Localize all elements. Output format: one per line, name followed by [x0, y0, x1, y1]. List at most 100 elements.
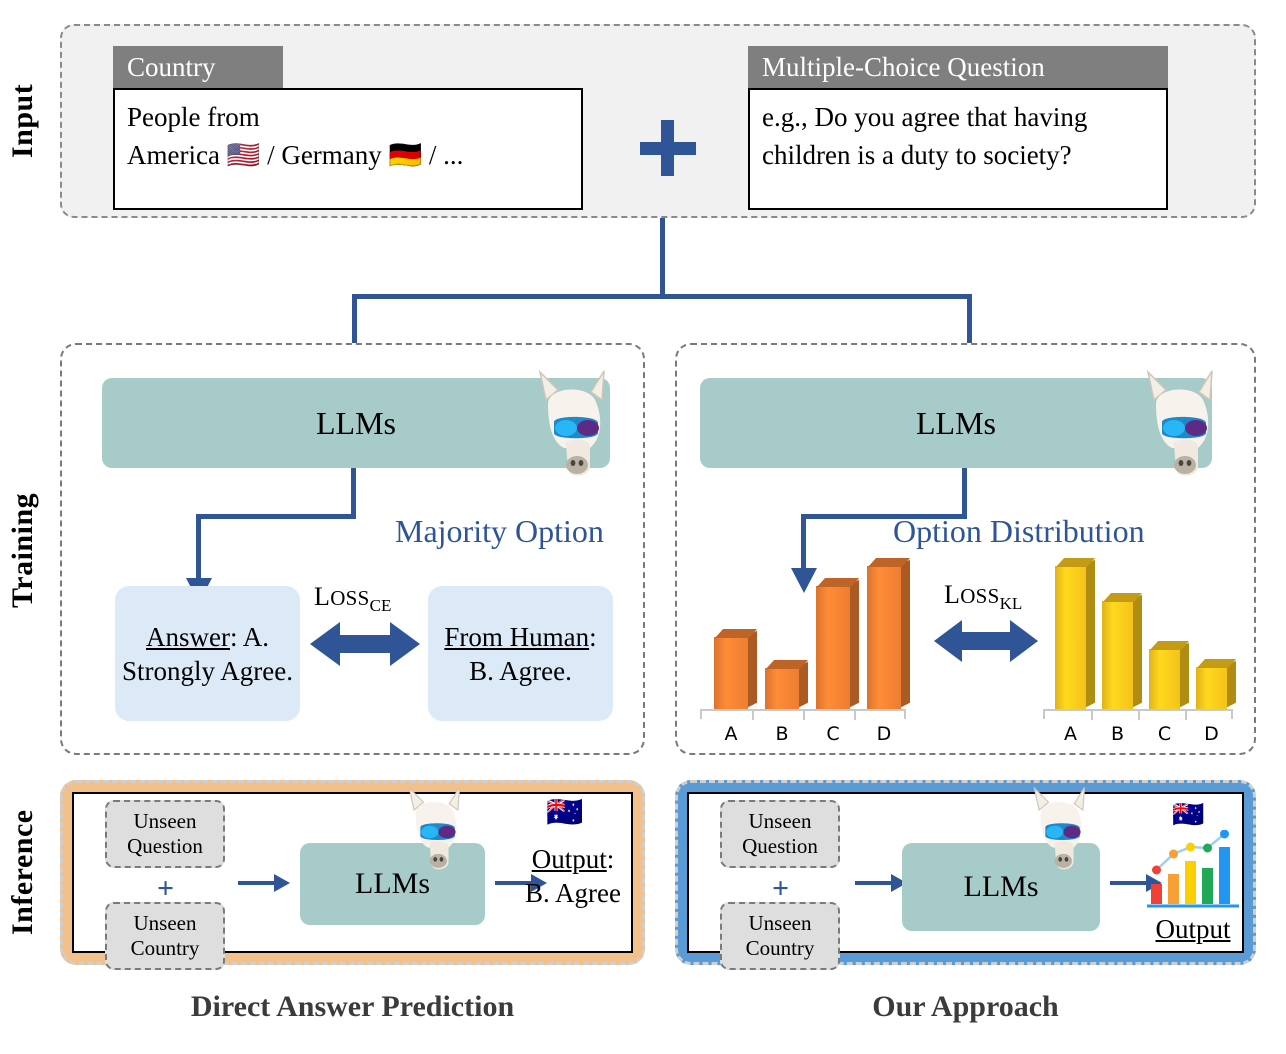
loss-ce-sub: CE: [369, 596, 392, 616]
bar-label-C: C: [1157, 723, 1172, 745]
country-sep-1: / Germany: [260, 140, 389, 170]
output-icon-point-3: [1203, 843, 1212, 853]
majority-option-label: Majority Option: [395, 513, 604, 549]
caption-right: Our Approach: [872, 990, 1059, 1023]
llm-label-inference-left: LLMs: [355, 867, 430, 900]
country-line-1: People from: [127, 102, 260, 132]
unseen-country-box-left: Unseen Country: [105, 902, 225, 970]
unseen-question-box-left: Unseen Question: [105, 800, 225, 868]
bar-label-A: A: [1064, 723, 1077, 745]
model-answer-title: Answer: [146, 621, 230, 652]
llama-avatar-left: [538, 370, 605, 476]
human-answer-line-2: B. Agree.: [469, 655, 572, 686]
train-right-stem-v1: [962, 468, 967, 518]
connector-cross: [352, 294, 972, 299]
country-caption: Country: [113, 46, 283, 88]
output-left-title-tail: :: [606, 844, 615, 874]
question-caption: Multiple-Choice Question: [748, 46, 1168, 88]
human-answer-title-tail: :: [589, 621, 597, 652]
connector-trunk: [660, 218, 665, 298]
train-right-stem-v2: [801, 514, 806, 574]
double-arrow-ce: [310, 622, 420, 666]
train-left-stem-v1: [351, 468, 356, 518]
train-right-arrowhead: [791, 568, 817, 593]
model-answer-title-tail: : A.: [229, 621, 269, 652]
bar-label-D: D: [876, 723, 892, 745]
bar-C: [1149, 641, 1190, 709]
unseen-question-left-l1: Unseen: [133, 809, 197, 833]
row-label-training: Training: [6, 492, 39, 608]
country-line-2: America 🇺🇸 / Germany 🇩🇪 / ...: [127, 136, 569, 175]
output-left-title-line: Output:: [513, 842, 633, 876]
unseen-country-left-l1: Unseen: [133, 911, 197, 935]
connector-right-drop: [967, 294, 972, 364]
human-chart-axis: [1043, 709, 1233, 720]
unseen-country-right-l2: Country: [745, 936, 815, 960]
loss-kl-label: LOSSKL: [944, 580, 1022, 614]
llm-label-right: LLMs: [916, 404, 996, 441]
llm-label-inference-right: LLMs: [963, 870, 1039, 903]
loss-kl-l: L: [944, 580, 961, 609]
flag-us-icon: 🇺🇸: [226, 140, 261, 171]
output-icon-bar-1: [1168, 874, 1179, 904]
model-answer-box: Answer: A. Strongly Agree.: [115, 586, 300, 721]
output-icon-point-0: [1152, 865, 1161, 875]
output-icon-point-4: [1220, 830, 1229, 839]
question-line-2: children is a duty to society?: [762, 140, 1072, 170]
llm-box-right: LLMs: [700, 378, 1212, 468]
human-answer-title: From Human: [444, 621, 590, 652]
unseen-question-right-l1: Unseen: [748, 809, 812, 833]
llama-avatar-inference-right: [1033, 786, 1086, 870]
arrow-to-llm-left: [238, 874, 290, 892]
arrow-to-output-left: [495, 874, 547, 892]
bar-D: [867, 558, 911, 709]
model-answer-line-2: Strongly Agree.: [122, 655, 293, 686]
flag-au-icon-right: 🇦🇺: [1172, 800, 1205, 830]
output-left: Output: B. Agree: [513, 842, 633, 910]
double-arrow-kl: [934, 620, 1038, 662]
plus-icon: [640, 120, 696, 176]
output-icon-point-2: [1186, 842, 1195, 852]
bar-label-B: B: [1110, 723, 1125, 745]
llama-avatar-right: [1146, 370, 1213, 476]
bar-label-C: C: [826, 723, 840, 745]
output-icon-bar-0: [1151, 884, 1162, 904]
bar-A: [714, 629, 758, 709]
output-left-value: B. Agree: [525, 878, 621, 908]
connector-left-drop: [352, 294, 357, 364]
caption-left: Direct Answer Prediction: [190, 990, 515, 1023]
unseen-country-left-l2: Country: [130, 936, 200, 960]
bar-B: [765, 660, 809, 709]
arrow-to-llm-right: [855, 874, 907, 892]
human-answer-box: From Human: B. Agree.: [428, 586, 613, 721]
option-distribution-label: Option Distribution: [893, 513, 1145, 549]
unseen-question-box-right: Unseen Question: [720, 800, 840, 868]
country-sep-2: / ...: [422, 140, 464, 170]
train-right-stem-h: [801, 514, 967, 519]
question-box: e.g., Do you agree that having children …: [748, 88, 1168, 210]
unseen-country-right-l1: Unseen: [748, 911, 812, 935]
bar-D: [1196, 659, 1237, 709]
train-left-stem-h: [196, 514, 356, 519]
bar-A: [1055, 558, 1096, 709]
llm-label-left: LLMs: [316, 404, 396, 441]
flag-de-icon: 🇩🇪: [388, 140, 423, 171]
llm-box-left: LLMs: [102, 378, 610, 468]
human-distribution-chart: A B C D: [1043, 540, 1237, 745]
bar-label-B: B: [775, 723, 789, 745]
human-answer-line-1: From Human:: [444, 620, 596, 654]
country-prefix: America: [127, 140, 227, 170]
bar-C: [816, 578, 860, 709]
llama-avatar-inference-left: [408, 786, 461, 870]
loss-kl-oss: OSS: [960, 584, 1000, 608]
model-answer-line-1: Answer: A.: [146, 620, 269, 654]
unseen-country-box-right: Unseen Country: [720, 902, 840, 970]
output-chart-icon: [1147, 830, 1239, 908]
unseen-question-left-l2: Question: [127, 834, 203, 858]
bar-label-D: D: [1204, 723, 1219, 745]
arrow-to-output-right: [1110, 874, 1162, 892]
plus-icon-left: +: [157, 872, 175, 905]
model-chart-axis: [700, 709, 906, 720]
